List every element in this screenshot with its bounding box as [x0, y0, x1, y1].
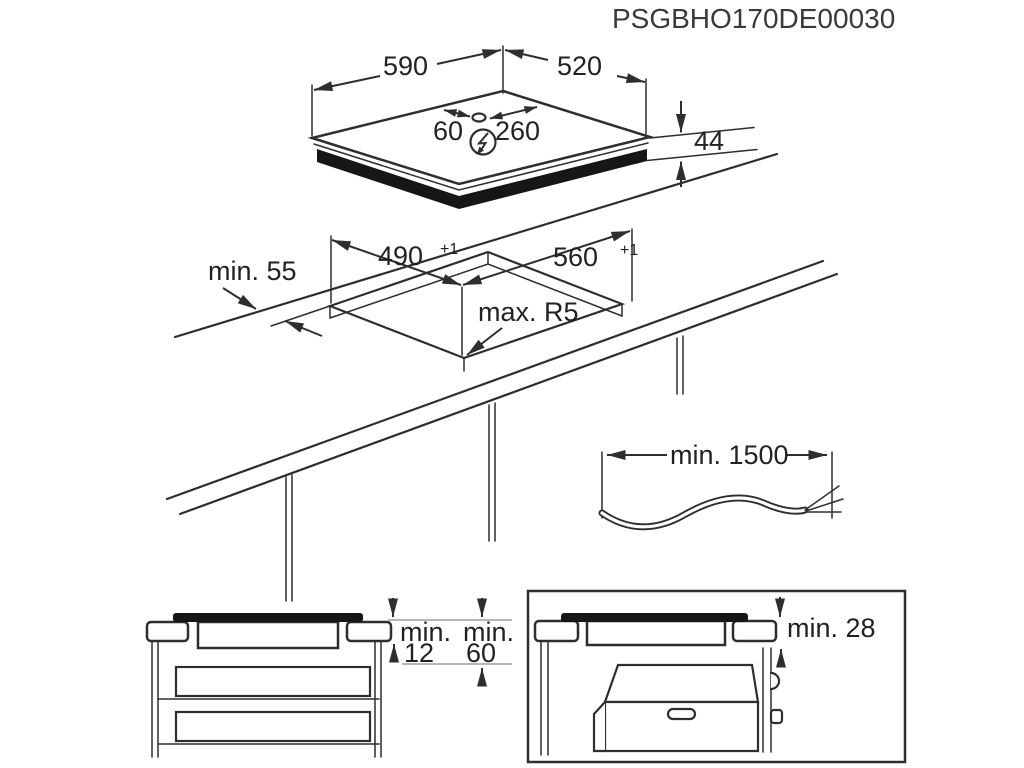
cutout-width-dimension: 560 +1 — [462, 228, 638, 302]
corner-radius-label: max. R5 — [478, 297, 579, 327]
drawing-title: PSGBHO170DE00030 — [612, 3, 895, 34]
cutout-depth-dimension: 490 +1 — [330, 235, 463, 356]
worktop-right-block — [731, 619, 778, 643]
hob-body-section — [196, 620, 340, 650]
cutout-width-label: 560 — [553, 242, 598, 272]
hole-position-dimensions: 60 260 — [433, 106, 540, 146]
worktop-right-block — [345, 620, 393, 643]
power-cable-view: min. 1500 — [598, 440, 844, 531]
worktop-front-edge-bottom — [178, 272, 839, 516]
hob-body-section — [585, 619, 727, 647]
hob-glass-under-edge — [313, 142, 649, 191]
cutout-depth-tolerance: +1 — [440, 241, 458, 258]
cutout-width-tolerance: +1 — [620, 242, 638, 259]
hob-glass-section — [173, 613, 363, 622]
hole-right-distance-label: 260 — [495, 116, 540, 146]
hob-body-band — [317, 149, 647, 209]
cross-section-drawer-view: min. min. 12 60 — [145, 598, 514, 758]
worktop-cutout-view: 490 +1 560 +1 min. 55 max. R5 — [208, 228, 638, 372]
drawer — [174, 665, 372, 698]
oven-left-side — [592, 700, 607, 753]
hob-depth-label: 520 — [557, 51, 602, 81]
edge-clearance-dimension: min. 55 — [208, 256, 331, 337]
hob-glass-section — [561, 613, 748, 622]
cabinet-side-walls — [540, 640, 549, 756]
cabinet-leg — [285, 474, 293, 602]
cable-length-label: min. 1500 — [670, 440, 789, 470]
clearance-value-label: 60 — [466, 638, 496, 668]
hob-width-label: 590 — [383, 51, 428, 81]
hob-depth-dimension: 520 — [504, 49, 647, 135]
oven-clearance-dimension: min. 28 — [775, 597, 876, 668]
clearance-prefix-label: min. — [400, 617, 451, 647]
cabinet-leg — [676, 335, 684, 395]
hob-height-label: 44 — [694, 126, 724, 156]
hob-width-dimension: 590 — [311, 45, 504, 137]
hinge-bump — [769, 671, 781, 691]
oven-clearance-label: min. 28 — [787, 613, 876, 643]
drawer-clearance-dimensions: min. min. 12 60 — [388, 598, 514, 687]
worktop-front-edge-top — [165, 259, 825, 501]
side-knob — [769, 708, 784, 725]
edge-clearance-label: min. 55 — [208, 256, 297, 286]
worktop-left-block — [145, 620, 190, 643]
cable-curve — [598, 485, 844, 531]
cable-wire-ends — [804, 485, 844, 513]
cabinet-right-wall — [762, 647, 784, 753]
cross-section-oven-view: min. 28 — [526, 589, 907, 764]
cutout-depth-label: 490 — [378, 241, 423, 271]
oven-handle — [666, 707, 697, 721]
built-in-oven — [592, 663, 760, 753]
oven-top-face — [603, 663, 760, 704]
worktop-perspective — [165, 152, 839, 602]
hob-height-dimension: 44 — [646, 101, 758, 187]
hole-left-distance-label: 60 — [433, 116, 463, 146]
section-border-box — [526, 589, 907, 764]
clearance-value-label: 12 — [404, 638, 434, 668]
drawer — [174, 710, 372, 743]
power-connection-icon — [469, 128, 497, 156]
clearance-prefix-label: min. — [463, 617, 514, 647]
worktop-left-block — [533, 619, 580, 643]
cabinet-leg — [488, 402, 496, 542]
mains-cable-hole — [471, 112, 487, 123]
hob-isometric-view: 590 520 60 260 44 — [307, 45, 758, 209]
corner-radius-callout: max. R5 — [466, 297, 579, 356]
